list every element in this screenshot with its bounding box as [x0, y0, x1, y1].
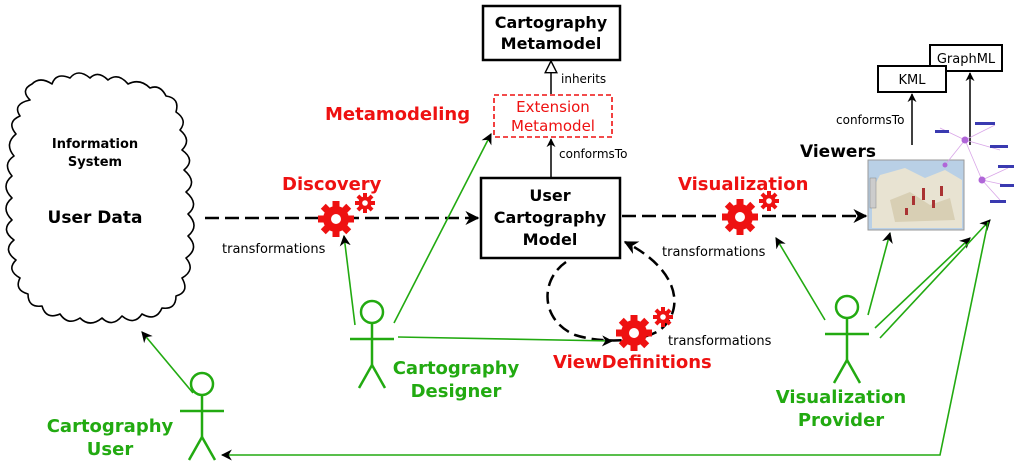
gear-icon	[722, 191, 779, 235]
process-visualization: Visualization	[678, 174, 808, 195]
provider-to-viewer-arrow-3	[879, 219, 991, 339]
conforms-to-model-label: conformsTo	[559, 147, 627, 161]
transformations-discovery-label: transformations	[222, 242, 326, 257]
provider-to-viewer-arrow-1	[867, 231, 893, 316]
cloud-outline	[5, 72, 195, 324]
designer-to-viewdefinitions-arrow	[397, 335, 614, 347]
cartography-designer-line1: Cartography	[393, 358, 520, 379]
transformations-visualization-label: transformations	[662, 245, 766, 260]
user-cartography-model-line2: Cartography	[494, 208, 607, 227]
inherits-label: inherits	[561, 72, 606, 86]
user-cartography-model-line3: Model	[523, 230, 578, 249]
visualization-provider-line2: Provider	[798, 410, 884, 431]
user-to-cloud-arrow	[141, 331, 194, 394]
provider-to-viewer-arrow-2	[874, 237, 971, 329]
extension-metamodel-line2: Metamodel	[511, 117, 595, 135]
information-system-cloud: Information System User Data	[5, 72, 195, 324]
cloud-user-data: User Data	[48, 208, 143, 228]
viewers-label: Viewers	[800, 142, 876, 162]
designer-to-extension-arrow	[393, 133, 492, 324]
user-cartography-model-box: User Cartography Model	[479, 176, 622, 260]
actor-cartography-designer: Cartography Designer	[348, 299, 520, 402]
process-discovery: Discovery	[282, 174, 382, 195]
map-graph-viewer-icon	[867, 122, 1014, 231]
cartography-metamodel-box: Cartography Metamodel	[481, 4, 622, 62]
user-cartography-model-line1: User	[529, 186, 570, 205]
cartography-user-line2: User	[87, 439, 134, 460]
gear-icon	[616, 307, 673, 351]
cloud-title-line1: Information	[52, 137, 138, 152]
actor-visualization-provider: Visualization Provider	[776, 294, 906, 431]
visualization-provider-line1: Visualization	[776, 387, 906, 408]
conforms-to-viewers-label: conformsTo	[836, 113, 904, 127]
process-view-definitions: ViewDefinitions	[553, 352, 712, 373]
process-metamodeling: Metamodeling	[325, 104, 470, 125]
actor-cartography-user: Cartography User	[47, 371, 226, 462]
kml-box: KML	[877, 65, 947, 93]
kml-label: KML	[899, 73, 927, 88]
view-definitions-loop	[546, 240, 676, 342]
stick-figure-icon	[823, 294, 871, 385]
provider-to-visualization-arrow	[775, 237, 826, 321]
cartography-designer-line2: Designer	[411, 381, 502, 402]
graphml-label: GraphML	[937, 52, 996, 67]
gear-icon	[318, 193, 375, 237]
designer-to-discovery-arrow	[339, 234, 356, 326]
cartography-metamodel-line1: Cartography	[495, 13, 608, 32]
cartography-metamodel-line2: Metamodel	[501, 34, 602, 53]
extension-metamodel-box: Extension Metamodel	[493, 94, 613, 138]
cartography-user-line1: Cartography	[47, 416, 174, 437]
stick-figure-icon	[348, 299, 396, 390]
cloud-title-line2: System	[68, 155, 122, 170]
actor-associations	[141, 133, 991, 461]
extension-metamodel-line1: Extension	[516, 98, 590, 116]
viewers-to-user-arrow	[220, 221, 989, 461]
transformations-views-label: transformations	[668, 334, 772, 349]
